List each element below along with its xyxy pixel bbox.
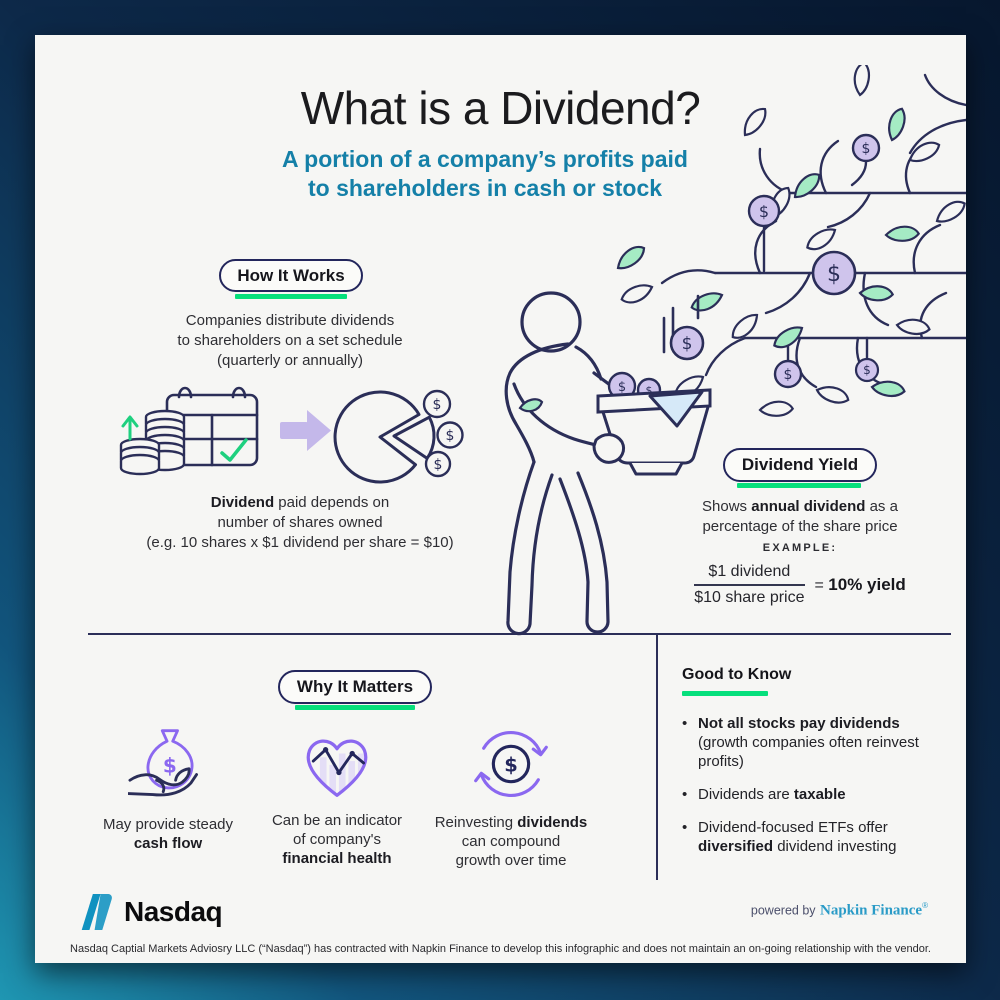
schedule-to-payout-diagram: $ $ $ xyxy=(119,386,464,484)
dollar-coin-labels: $ $ $ xyxy=(433,397,455,473)
yield-result: = 10% yield xyxy=(814,575,906,594)
svg-text:$: $ xyxy=(446,428,455,444)
good-to-know-list: Not all stocks pay dividends (growth com… xyxy=(682,714,944,870)
napkin-fold xyxy=(648,390,704,428)
list-item: Not all stocks pay dividends (growth com… xyxy=(682,714,944,771)
svg-text:$: $ xyxy=(784,367,793,383)
example-label: EXAMPLE: xyxy=(762,542,838,554)
how-it-works-pill: How It Works xyxy=(219,259,363,292)
hand-grip xyxy=(592,433,626,464)
basket-of-dividends: $ $ xyxy=(592,371,712,476)
svg-text:$: $ xyxy=(862,141,871,157)
person-basket-illustration: $ $ $ xyxy=(504,291,712,636)
heart-chart-icon xyxy=(306,739,368,797)
how-it-works-description: Companies distribute dividends to shareh… xyxy=(177,312,403,369)
infographic-card: What is a Dividend? A portion of a compa… xyxy=(35,35,966,963)
list-item: Dividend-focused ETFs offer diversified … xyxy=(682,818,944,856)
check-icon xyxy=(220,438,248,462)
good-to-know-heading: Good to Know xyxy=(682,666,792,683)
pie-chart-icon xyxy=(333,390,436,484)
page-subtitle: A portion of a company’s profits paid to… xyxy=(35,145,935,203)
dividend-yield-underline xyxy=(737,483,861,488)
svg-text:$: $ xyxy=(433,397,442,413)
brand-trademark: ® xyxy=(922,901,928,910)
why-it-matters-label: Why It Matters xyxy=(296,677,414,696)
why-item-financial-health: Can be an indicator of company's financi… xyxy=(252,725,422,868)
tree-dollar-coins: $ $ $ $ $ xyxy=(747,133,881,389)
trend-points xyxy=(322,747,355,776)
why-item-reinvesting: $ Reinvesting dividends can compound gro… xyxy=(426,725,596,870)
how-it-works-underline xyxy=(235,294,347,299)
money-bag-hand-icon: $ xyxy=(128,729,198,797)
falling-coin-icon: $ xyxy=(669,325,705,361)
yield-fraction: $1 dividend $10 share price xyxy=(694,563,805,607)
how-it-works-label: How It Works xyxy=(237,265,345,285)
dividend-yield-pill: Dividend Yield xyxy=(723,448,877,482)
dividend-tree-illustration: $ $ $ $ $ xyxy=(611,65,966,423)
dividend-yield-description: Shows annual dividend as a percentage of… xyxy=(702,498,898,535)
dollar-coins-icon xyxy=(422,389,464,478)
why-it-matters-underline xyxy=(295,705,415,710)
subtitle-line1: A portion of a company’s profits paid xyxy=(282,146,688,172)
list-item: Dividends are taxable xyxy=(682,785,944,804)
powered-by: powered by Napkin Finance® xyxy=(750,901,928,919)
cycle-arrows xyxy=(474,730,548,798)
denominator: $10 share price xyxy=(694,589,805,606)
svg-text:$: $ xyxy=(682,334,693,354)
dividend-caption: Dividend paid depends on number of share… xyxy=(146,494,454,551)
why-it-matters-pill: Why It Matters xyxy=(278,670,432,704)
svg-text:$: $ xyxy=(163,754,177,778)
svg-text:$: $ xyxy=(618,380,626,395)
horizontal-divider xyxy=(88,633,951,635)
subtitle-line2: to shareholders in cash or stock xyxy=(307,175,663,201)
numerator: $1 dividend xyxy=(708,563,791,580)
svg-text:$: $ xyxy=(646,384,653,397)
yield-formula: $1 dividend $10 share price = 10% yield xyxy=(675,563,925,607)
page-title: What is a Dividend? xyxy=(300,82,701,134)
nasdaq-logo: Nasdaq xyxy=(80,891,223,933)
svg-text:$: $ xyxy=(759,202,769,221)
growth-arrow-up-icon xyxy=(121,415,139,441)
vertical-divider xyxy=(656,635,658,880)
svg-text:$: $ xyxy=(863,363,871,377)
dividend-yield-label: Dividend Yield xyxy=(741,455,859,474)
disclaimer-text: Nasdaq Captial Markets Adviosry LLC (“Na… xyxy=(70,943,931,955)
why-item-cash-flow: $ May provide steady cash flow xyxy=(83,725,253,853)
open-hand xyxy=(128,767,198,797)
nasdaq-ribbon-icon xyxy=(81,894,112,930)
reinvest-cycle-icon: $ xyxy=(474,730,548,798)
shoulder-leaf xyxy=(518,398,544,413)
arrow-right-icon xyxy=(280,410,331,451)
good-to-know-underline xyxy=(682,691,768,696)
svg-text:$: $ xyxy=(827,262,841,287)
svg-text:$: $ xyxy=(434,457,443,473)
nasdaq-wordmark: Nasdaq xyxy=(124,896,223,927)
napkin-finance-brand: Napkin Finance xyxy=(819,902,923,919)
fraction-rule xyxy=(694,584,805,586)
svg-text:$: $ xyxy=(504,753,518,776)
